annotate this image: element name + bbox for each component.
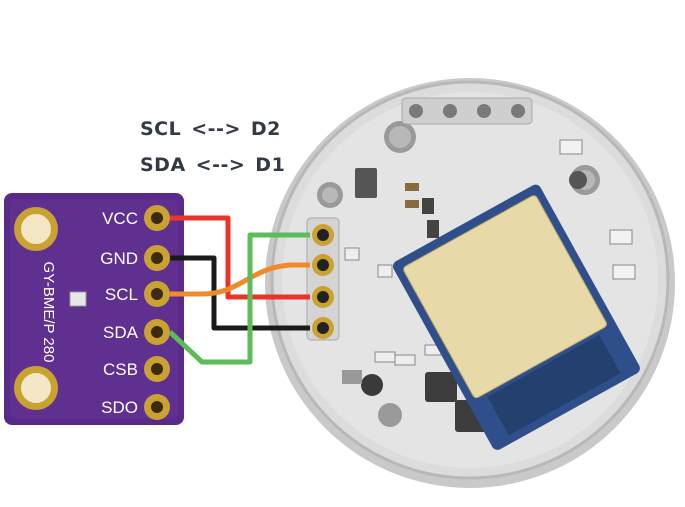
scl-wire — [170, 262, 310, 297]
smd-component — [559, 139, 583, 155]
main-board — [265, 78, 675, 488]
smd-component — [374, 351, 396, 363]
button-switch — [425, 372, 457, 402]
smd-component — [609, 229, 633, 245]
mapping-signal: SDA — [140, 154, 186, 176]
left-header — [306, 217, 340, 341]
mounting-hole — [378, 403, 402, 427]
mounting-hole — [317, 182, 343, 208]
wires — [168, 215, 310, 365]
smd-component — [427, 220, 439, 238]
esp-module — [393, 184, 640, 450]
smd-component — [377, 264, 393, 278]
smd-component — [355, 168, 377, 198]
smd-component — [422, 198, 434, 214]
vcc-wire — [170, 215, 310, 300]
pin-label-scl: SCL — [105, 285, 138, 304]
pin-label-sdo: SDO — [101, 398, 138, 417]
sensor-chip — [69, 291, 87, 307]
mapping-pin: D1 — [255, 154, 286, 176]
smd-component — [405, 200, 419, 208]
sda-wire — [168, 232, 310, 365]
pin-label-csb: CSB — [103, 360, 138, 379]
pin-label-sda: SDA — [103, 323, 139, 342]
mapping-scl: SCL <--> D2 — [140, 118, 281, 140]
mounting-hole — [384, 121, 416, 153]
mapping-pin: D2 — [250, 118, 281, 140]
mapping-signal: SCL — [140, 118, 182, 140]
mapping-sda: SDA <--> D1 — [140, 154, 285, 176]
smd-component — [344, 247, 360, 261]
button-switch — [342, 370, 362, 384]
smd-component — [569, 171, 587, 189]
mounting-hole — [361, 374, 383, 396]
mapping-arrow: <--> — [191, 118, 241, 140]
sensor-board: VCC GND SCL SDA CSB SDO GY-BME/P 280 — [4, 193, 184, 425]
smd-component — [394, 354, 416, 366]
top-header — [401, 97, 533, 125]
sensor-pin-row — [144, 205, 170, 420]
sensor-model-text: GY-BME/P 280 — [40, 262, 57, 363]
smd-component — [405, 183, 419, 191]
smd-component — [612, 264, 636, 280]
pin-label-vcc: VCC — [102, 209, 138, 228]
pin-label-gnd: GND — [100, 249, 138, 268]
mapping-arrow: <--> — [195, 154, 246, 176]
